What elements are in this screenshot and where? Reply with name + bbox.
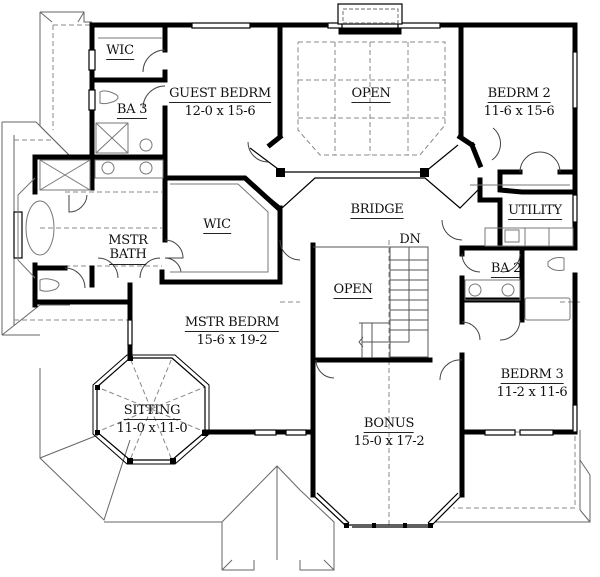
room-name-line2: BATH	[109, 248, 147, 265]
room-label-bonus: BONUS 15-0 x 17-2	[353, 416, 425, 450]
room-name: BEDRM 3	[500, 367, 564, 385]
room-dims: 11-6 x 15-6	[483, 104, 555, 120]
room-dims: 11-0 x 11-0	[116, 421, 188, 437]
room-label-open-stair: OPEN	[333, 282, 373, 300]
room-name-line1: MSTR	[108, 233, 148, 248]
room-dims: 11-2 x 11-6	[496, 385, 568, 401]
room-name: UTILITY	[508, 203, 562, 221]
room-label-mstr-bath: MSTR BATH	[108, 233, 148, 265]
room-label-wic-guest: WIC	[106, 43, 134, 61]
room-name: OPEN	[351, 86, 391, 104]
room-label-sitting: SITTING 11-0 x 11-0	[116, 403, 188, 437]
room-label-wic-master: WIC	[203, 217, 231, 235]
room-name: MSTR BEDRM	[184, 315, 279, 333]
room-name: BRIDGE	[350, 202, 404, 220]
room-dims: 15-6 x 19-2	[196, 333, 268, 349]
room-label-bridge: BRIDGE	[350, 202, 404, 220]
room-dims: 12-0 x 15-6	[184, 104, 256, 120]
room-label-bedrm-3: BEDRM 3 11-2 x 11-6	[496, 367, 568, 401]
room-label-bedrm-2: BEDRM 2 11-6 x 15-6	[483, 86, 555, 120]
room-label-utility: UTILITY	[508, 203, 562, 221]
room-name: BA 3	[116, 102, 147, 120]
room-dims: 15-0 x 17-2	[353, 434, 425, 450]
room-name: BONUS	[363, 416, 414, 434]
room-label-open-upper: OPEN	[351, 86, 391, 104]
room-name: GUEST BEDRM	[169, 86, 271, 104]
room-name: WIC	[203, 217, 231, 235]
room-label-guest-bedrm: GUEST BEDRM 12-0 x 15-6	[169, 86, 271, 120]
room-label-ba-2: BA 2	[490, 261, 521, 279]
stair-direction: DN	[399, 232, 421, 247]
room-name: SITTING	[123, 403, 181, 421]
room-label-mstr-bedrm: MSTR BEDRM 15-6 x 19-2	[184, 315, 279, 349]
room-name: BA 2	[490, 261, 521, 279]
room-label-ba-3: BA 3	[116, 102, 147, 120]
room-name: WIC	[106, 43, 134, 61]
room-name: OPEN	[333, 282, 373, 300]
stair-dn-label: DN	[399, 232, 421, 247]
room-name: BEDRM 2	[487, 86, 551, 104]
